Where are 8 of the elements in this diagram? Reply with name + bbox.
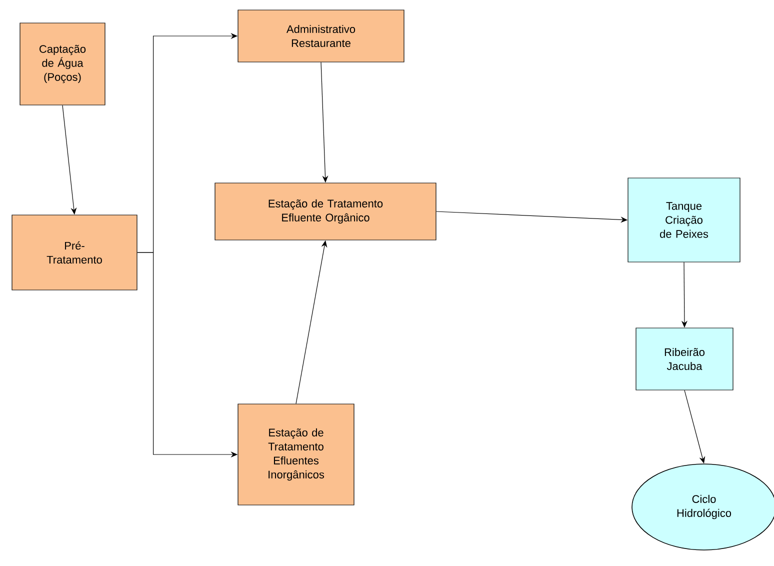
process-box: Tanque Criação de Peixes — [628, 178, 740, 262]
process-box: Pré- Tratamento — [12, 214, 138, 290]
ellipse-node: Ciclo Hidrológico — [632, 464, 774, 550]
process-box: Estação de Tratamento Efluente Orgânico — [214, 182, 436, 240]
process-box: Ribeirão Jacuba — [636, 328, 734, 390]
process-box: Estação de Tratamento Efluentes Inorgânicos — [238, 404, 354, 506]
process-box: Captação de Água (Poços) — [20, 22, 106, 106]
process-box: Administrativo Restaurante — [238, 10, 404, 62]
